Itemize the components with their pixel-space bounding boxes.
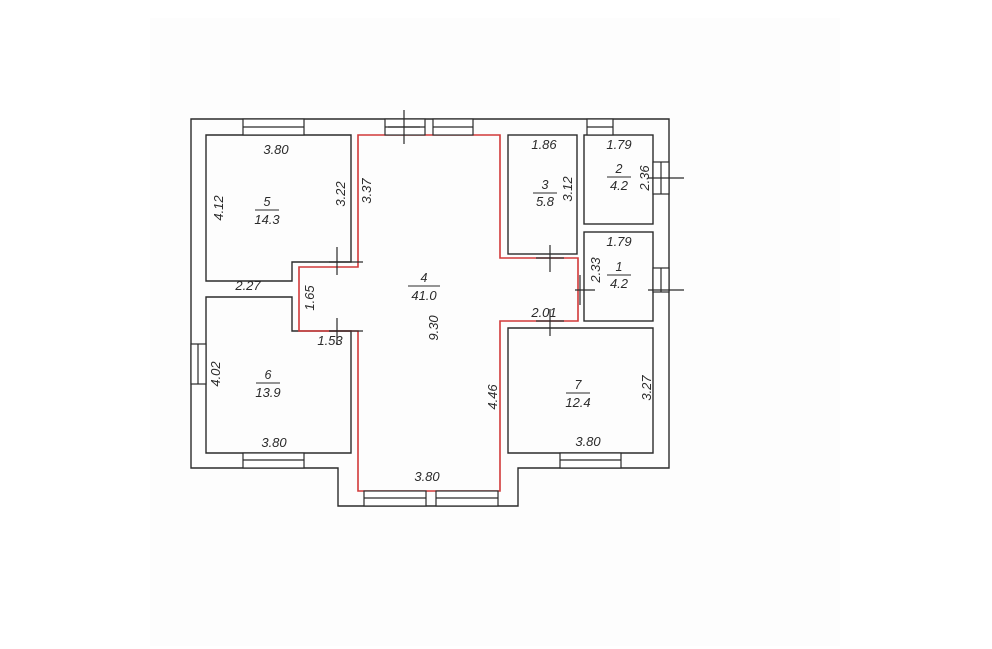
- outer-wall: [190, 118, 670, 507]
- room-5-area: 14.3: [254, 212, 280, 227]
- room-4-area: 41.0: [411, 288, 437, 303]
- dim-room4-niche: 1.65: [302, 285, 317, 311]
- room-6-outline: [205, 296, 352, 454]
- dim-room1-left: 2.33: [588, 257, 603, 284]
- dim-room7-bottom: 3.80: [575, 434, 601, 449]
- window-bottom-left: [242, 452, 305, 469]
- dim-room4-left-upper: 3.37: [359, 178, 374, 204]
- room-3-outline: [507, 134, 578, 255]
- dim-room5-right: 3.22: [333, 181, 348, 207]
- room-3-area: 5.8: [536, 194, 555, 209]
- room-2-number: 2: [615, 162, 623, 176]
- window-left: [190, 343, 207, 385]
- window-top-left: [242, 118, 305, 136]
- dim-room7-right: 3.27: [639, 375, 654, 401]
- window-bottom-center-left: [363, 490, 427, 507]
- room-7-number: 7: [575, 378, 583, 392]
- room-4-outline: [298, 134, 579, 492]
- dim-room4-right-step: 2.01: [530, 305, 556, 320]
- dim-room4-niche-bottom: 1.53: [317, 333, 343, 348]
- dim-room5-top: 3.80: [263, 142, 289, 157]
- dim-room4-right-lower: 4.46: [485, 384, 500, 410]
- room-6-area: 13.9: [255, 385, 280, 400]
- window-top-right: [586, 118, 614, 136]
- dim-room3-right: 3.12: [560, 176, 575, 202]
- room-5-number: 5: [264, 195, 271, 209]
- dim-room4-bottom: 3.80: [414, 469, 440, 484]
- room-1-number: 1: [616, 260, 623, 274]
- dim-room2-right: 2.36: [637, 165, 652, 192]
- room-4-number: 4: [421, 271, 428, 285]
- dim-room4-height: 9.30: [426, 315, 441, 341]
- room-6-number: 6: [265, 368, 272, 382]
- dim-room6-bottom: 3.80: [261, 435, 287, 450]
- room-3-number: 3: [542, 178, 549, 192]
- dim-room6-left: 4.02: [208, 361, 223, 387]
- room-2-area: 4.2: [610, 178, 629, 193]
- room-1-area: 4.2: [610, 276, 629, 291]
- dim-room2-top: 1.79: [606, 137, 631, 152]
- window-bottom-center-right: [435, 490, 499, 507]
- dim-room3-top: 1.86: [531, 137, 557, 152]
- window-top-center-right: [432, 118, 474, 136]
- room-5-outline: [205, 134, 352, 282]
- window-bottom-right: [559, 452, 622, 469]
- dim-room5-bottom: 2.27: [234, 278, 261, 293]
- dim-room1-top: 1.79: [606, 234, 631, 249]
- room-7-outline: [507, 327, 654, 454]
- window-right-lower: [652, 267, 670, 293]
- room-7-area: 12.4: [565, 395, 590, 410]
- dim-room5-left: 4.12: [211, 195, 226, 221]
